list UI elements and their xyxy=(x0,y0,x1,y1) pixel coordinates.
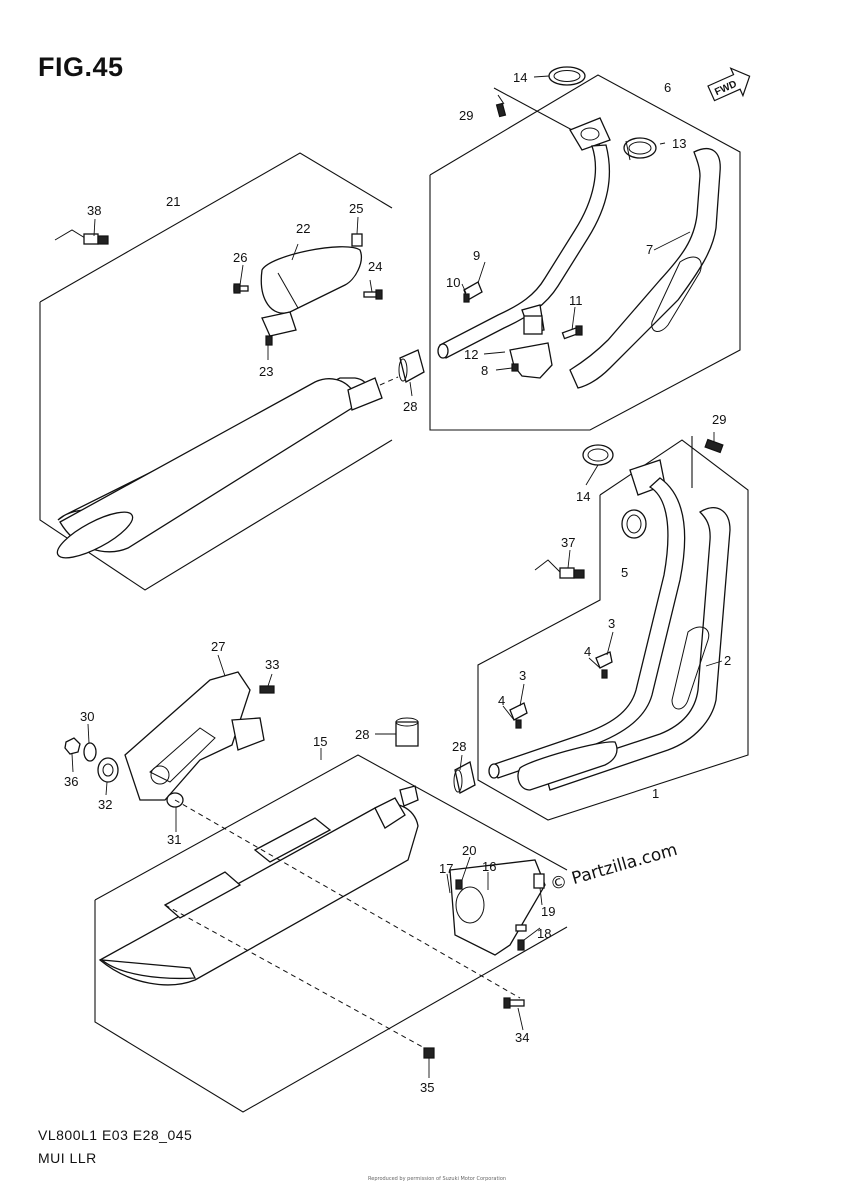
callout-27: 27 xyxy=(211,639,225,654)
bolt-17-20 xyxy=(455,879,463,890)
heat-shield-rear xyxy=(569,148,721,389)
pipe-connector-28-rear xyxy=(398,349,425,383)
grommet-19 xyxy=(533,873,545,889)
pipe-clamp-13 xyxy=(623,137,657,161)
rubber-grommet-25 xyxy=(351,233,363,247)
callout-3-upper: 3 xyxy=(608,616,615,631)
bolt-23 xyxy=(265,335,273,346)
rear-muffler xyxy=(56,376,399,559)
clip-9-10 xyxy=(463,281,483,303)
front-exhaust-pipe xyxy=(488,459,731,791)
group-frame-front-muffler xyxy=(94,754,568,1113)
clip-3-4-upper xyxy=(595,651,613,679)
bolt-26 xyxy=(233,283,249,294)
rear-exhaust-pipe xyxy=(437,117,611,359)
callout-5: 5 xyxy=(621,565,628,580)
bolt-24 xyxy=(363,289,383,300)
front-muffler-15 xyxy=(98,785,521,1051)
pipe-bracket-8 xyxy=(509,342,553,379)
muffler-end-cover-16 xyxy=(449,859,546,956)
callout-28-right: 28 xyxy=(452,739,466,754)
copyright-note: Reproduced by permission of Suzuki Motor… xyxy=(368,1176,507,1182)
bolt-11 xyxy=(561,325,583,340)
callout-9: 9 xyxy=(473,248,480,263)
callout-15: 15 xyxy=(313,734,327,749)
callout-34: 34 xyxy=(515,1030,529,1045)
callout-21: 21 xyxy=(166,194,180,209)
callout-29-top: 29 xyxy=(459,108,473,123)
callout-38: 38 xyxy=(87,203,101,218)
callout-14-top: 14 xyxy=(513,70,527,85)
oxygen-sensor-38 xyxy=(54,229,109,245)
callout-18: 18 xyxy=(537,926,551,941)
callout-22: 22 xyxy=(296,221,310,236)
callout-14-front: 14 xyxy=(576,489,590,504)
bolt-35 xyxy=(423,1047,435,1059)
callout-30: 30 xyxy=(80,709,94,724)
gasket-ring-front xyxy=(582,444,614,466)
group-frame-front-pipe xyxy=(477,439,749,821)
section-name: MUI LLR xyxy=(38,1150,97,1166)
callout-35: 35 xyxy=(420,1080,434,1095)
callout-32: 32 xyxy=(98,797,112,812)
callout-6: 6 xyxy=(664,80,671,95)
figure-title: FIG.45 xyxy=(38,52,124,82)
callout-2: 2 xyxy=(724,653,731,668)
model-code: VL800L1 E03 E28_045 xyxy=(38,1127,193,1143)
gasket-ring-top xyxy=(548,66,586,86)
callout-8: 8 xyxy=(481,363,488,378)
pipe-connector-28-center xyxy=(395,717,419,747)
callout-37: 37 xyxy=(561,535,575,550)
callout-7: 7 xyxy=(646,242,653,257)
muffler-bracket-27 xyxy=(124,671,275,801)
callout-12: 12 xyxy=(464,347,478,362)
callout-33: 33 xyxy=(265,657,279,672)
forward-direction-arrow-icon: FWD xyxy=(707,67,751,102)
callout-10: 10 xyxy=(446,275,460,290)
callout-26: 26 xyxy=(233,250,247,265)
callout-23: 23 xyxy=(259,364,273,379)
callout-28-center: 28 xyxy=(355,727,369,742)
callout-25: 25 xyxy=(349,201,363,216)
callout-28-rear: 28 xyxy=(403,399,417,414)
callout-29-front: 29 xyxy=(712,412,726,427)
rubber-bush-32 xyxy=(97,757,119,783)
callout-4-upper: 4 xyxy=(584,644,591,659)
heat-shield-front-2 xyxy=(671,626,710,710)
bolt-34 xyxy=(503,997,525,1009)
callout-13: 13 xyxy=(672,136,686,151)
washer-30 xyxy=(83,742,97,762)
pipe-connector-28-right xyxy=(453,761,476,794)
nut-36 xyxy=(64,737,81,755)
callout-11: 11 xyxy=(569,293,583,308)
callout-3-lower: 3 xyxy=(519,668,526,683)
flange-bolt-29-front xyxy=(691,436,724,488)
clip-3-4-lower xyxy=(509,702,528,729)
pipe-clamp-5 xyxy=(621,509,647,539)
callout-16: 16 xyxy=(482,859,496,874)
callout-24: 24 xyxy=(368,259,382,274)
leader-lines xyxy=(71,75,723,1078)
callout-4-lower: 4 xyxy=(498,693,505,708)
callout-20: 20 xyxy=(462,843,476,858)
group-frame-rear-pipe xyxy=(429,74,741,431)
group-frame-rear-muffler xyxy=(39,152,393,591)
callout-labels: 1 2 3 3 4 4 5 6 7 8 9 10 11 12 13 14 14 … xyxy=(64,70,731,1095)
callout-1: 1 xyxy=(652,786,659,801)
oxygen-sensor-37 xyxy=(534,559,585,579)
callout-31: 31 xyxy=(167,832,181,847)
callout-19: 19 xyxy=(541,904,555,919)
callout-17: 17 xyxy=(439,861,453,876)
bolt-18 xyxy=(517,939,525,951)
muffler-heat-cover-22 xyxy=(260,246,362,337)
callout-36: 36 xyxy=(64,774,78,789)
